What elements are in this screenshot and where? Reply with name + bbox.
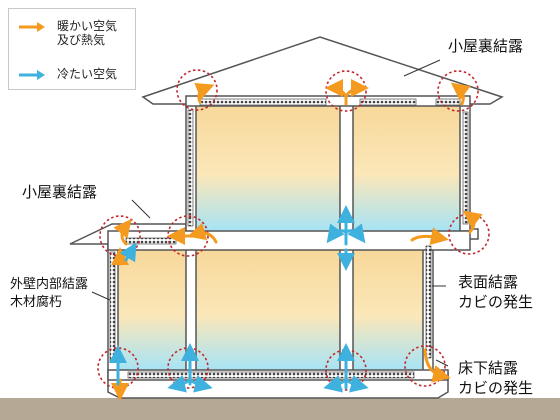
room-2f-right [353, 106, 460, 231]
label-attic-condensation-top: 小屋裏結露 [448, 37, 524, 55]
cold-air-arrows [109, 205, 369, 393]
legend-cold-label: 冷たい空気 [57, 67, 118, 81]
leader-lines [91, 59, 449, 367]
legend-warm-label: 暖かい空気 及び熱気 [57, 19, 118, 47]
condensation-circle-floor-2 [167, 347, 209, 389]
label-attic-condensation-left: 小屋裏結露 [22, 183, 98, 201]
warm-air-arrows [111, 79, 483, 401]
legend: 暖かい空気 及び熱気 冷たい空気 [8, 8, 136, 90]
room-1f-left [118, 250, 188, 370]
label-surface-condensation: 表面結露 カビの発生 [458, 273, 534, 311]
legend-item-warm: 暖かい空気 及び熱気 [17, 19, 117, 47]
insulation [109, 98, 469, 379]
condensation-circle-roof-left [176, 69, 218, 111]
legend-item-cold: 冷たい空気 [17, 67, 117, 82]
warm-arrow-icon [19, 22, 45, 32]
condensation-circle-mid-right [448, 213, 490, 255]
room-2f-left [196, 106, 340, 231]
upper-roof [141, 36, 504, 105]
label-underfloor-condensation: 床下結露 カビの発生 [458, 359, 534, 397]
ground [0, 398, 560, 420]
room-1f-right [353, 250, 423, 370]
room-1f-center [196, 250, 340, 370]
label-exterior-wall-condensation: 外壁内部結露 木材腐朽 [10, 277, 89, 310]
cold-arrow-icon [19, 70, 45, 80]
condensation-circle-roof-right [437, 70, 479, 112]
condensation-circle-floor-3 [325, 349, 367, 391]
